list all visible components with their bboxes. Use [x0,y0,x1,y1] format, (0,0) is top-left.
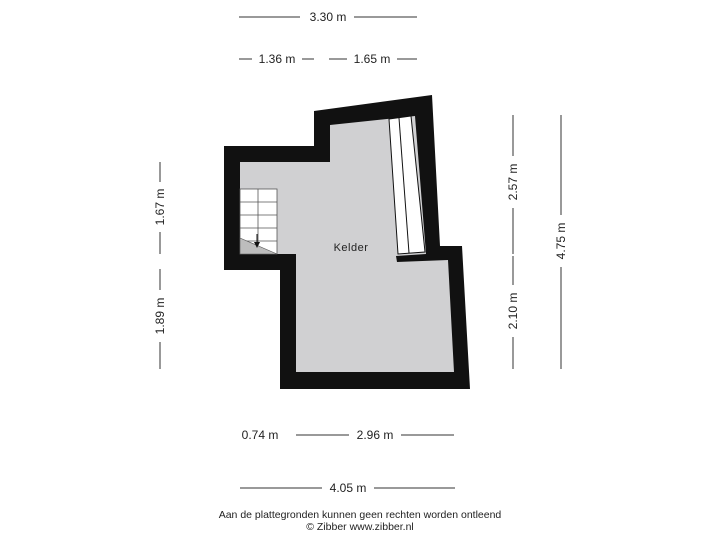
built-in-panel-inner-line [398,117,410,254]
dim-bottom-mid: 2.96 m [296,428,454,442]
svg-text:1.36 m: 1.36 m [259,52,296,66]
dim-bottom-total: 4.05 m [240,481,455,495]
staircase [239,188,278,255]
svg-text:2.96 m: 2.96 m [357,428,394,442]
dim-right-lower: 2.10 m [506,256,520,369]
stair-arrow-icon [254,242,260,248]
svg-text:3.30 m: 3.30 m [310,10,347,24]
disclaimer-text: Aan de plattegronden kunnen geen rechten… [218,509,502,521]
dim-right-total: 4.75 m [554,115,568,369]
dim-top-total: 3.30 m [239,10,417,24]
copyright-text: © Zibber www.zibber.nl [306,521,414,533]
svg-text:4.05 m: 4.05 m [330,481,367,495]
dim-left-lower: 1.89 m [153,269,167,369]
dim-right-upper: 2.57 m [506,115,520,254]
svg-text:2.10 m: 2.10 m [506,293,520,330]
svg-text:4.75 m: 4.75 m [554,223,568,260]
dim-top-right: 1.65 m [329,52,417,66]
svg-text:1.89 m: 1.89 m [153,298,167,335]
svg-text:1.65 m: 1.65 m [354,52,391,66]
room-label: Kelder [334,242,369,254]
svg-text:0.74 m: 0.74 m [242,428,279,442]
built-in-panel [388,115,426,255]
dim-bottom-left: 0.74 m [242,428,279,442]
dim-left-upper: 1.67 m [153,162,167,254]
svg-text:2.57 m: 2.57 m [506,164,520,201]
svg-text:1.67 m: 1.67 m [153,189,167,226]
dim-top-left: 1.36 m [239,52,314,66]
